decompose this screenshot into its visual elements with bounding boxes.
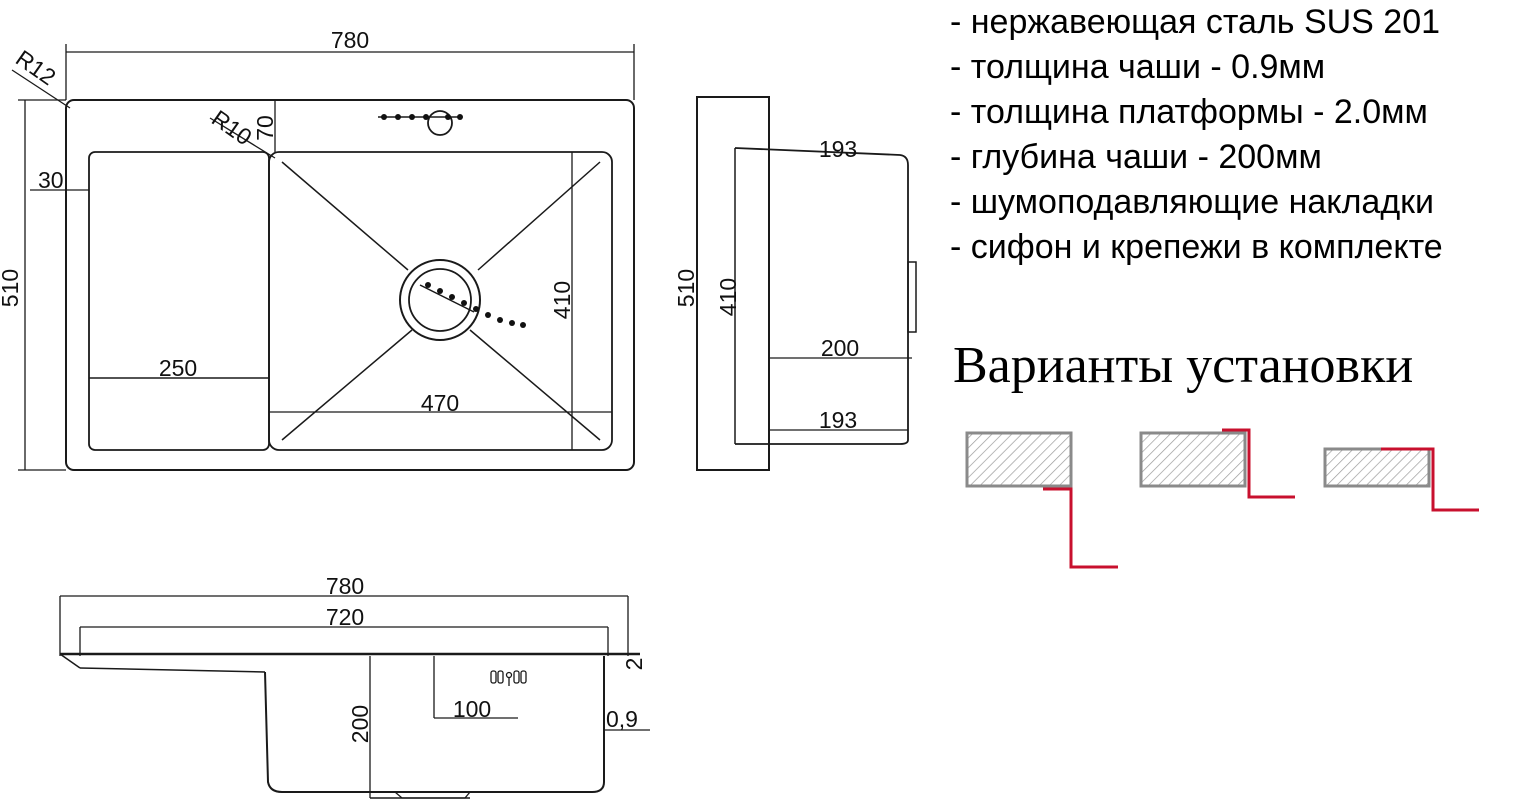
side-bowl-height-label: 410 [715,278,741,316]
spec-item: - шумоподавляющие накладки [950,183,1435,221]
drain-outer [399,259,481,341]
side-height-label: 510 [673,269,699,307]
drain-offset-label: 100 [453,696,491,722]
bowl-height-label: 410 [549,281,575,319]
front-inner-width-label: 720 [326,604,364,630]
bowl-thickness-label: 0,9 [606,706,638,732]
install-variants-title: Варианты установки [953,337,1414,394]
wing-width-label: 250 [159,355,197,381]
side-view [696,96,917,471]
side-mid-depth-label: 200 [821,335,859,361]
left-offset-label: 30 [38,167,64,193]
drain-inner [408,268,472,332]
front-view [59,595,650,799]
side-top-depth-label: 193 [819,136,857,162]
drain-symbol [490,670,527,686]
bowl-radius-label: R10 [207,105,256,151]
outer-radius-label: R12 [11,45,60,91]
top-offset-label: 70 [252,115,278,141]
side-bottom-depth-label: 193 [819,407,857,433]
spec-item: - сифон и крепежи в комплекте [950,228,1443,266]
install-variant-flush [965,431,1118,569]
overflow-dots [381,114,526,328]
spec-item: - толщина платформы - 2.0мм [950,93,1428,131]
spec-item: - глубина чаши - 200мм [950,138,1322,176]
top-width-label: 780 [331,27,369,53]
bowl-width-label: 470 [421,390,459,416]
platform-thickness-label: 2 [621,658,647,671]
install-variant-overmount [1323,447,1479,512]
faucet-hole [427,110,453,136]
install-variant-undermount [1139,428,1295,499]
spec-item: - нержавеющая сталь SUS 201 [950,3,1441,41]
bowl-outline [268,151,613,451]
spec-item: - толщина чаши - 0.9мм [950,48,1326,86]
sink-outline [65,99,635,471]
front-width-label: 780 [326,573,364,599]
front-depth-label: 200 [347,705,373,743]
top-view [11,44,635,471]
top-height-label: 510 [0,269,23,307]
spec-list: - нержавеющая сталь SUS 201 - толщина ча… [950,0,1443,270]
